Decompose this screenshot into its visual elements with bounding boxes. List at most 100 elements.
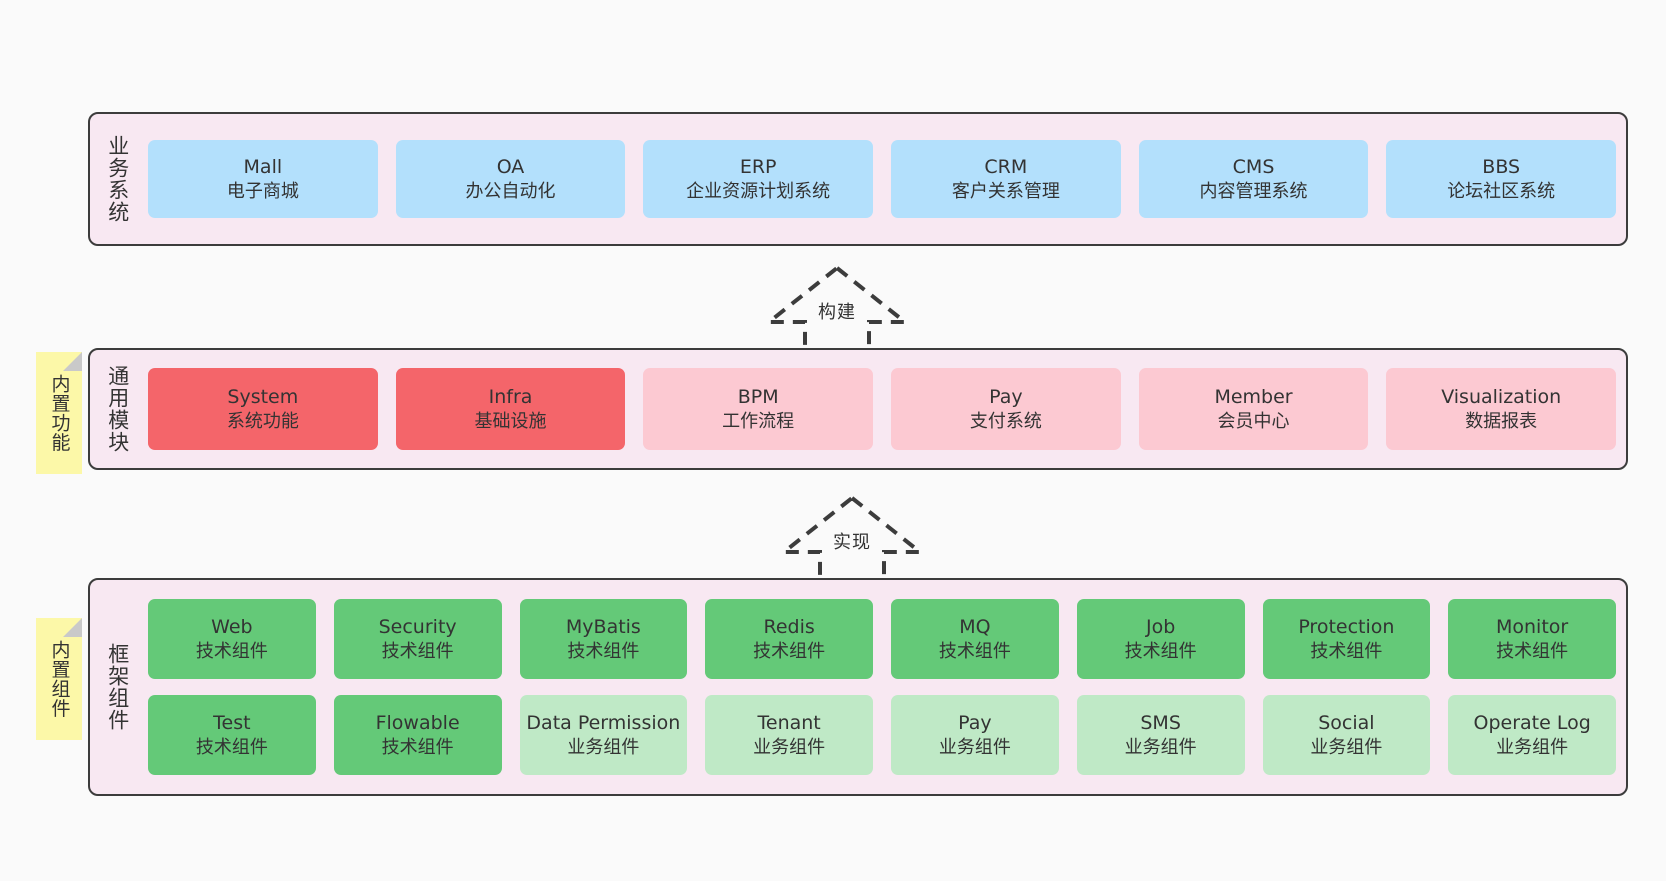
layer-title-business: 业务系统 [105,135,130,223]
node-label-cn: 数据报表 [1465,410,1538,432]
node-label-en: MQ [959,616,991,639]
node-label-cn: 企业资源计划系统 [686,180,831,202]
node-flowable[interactable]: Flowable 技术组件 [333,695,502,775]
node-cms[interactable]: CMS 内容管理系统 [1138,140,1369,218]
node-row: Test 技术组件 Flowable 技术组件 Data Permission … [148,695,1616,775]
node-label-cn: 业务组件 [938,736,1011,758]
layer-body-business: Mall 电子商城 OA 办公自动化 ERP 企业资源计划系统 CRM 客户关系… [144,114,1626,244]
node-system[interactable]: System 系统功能 [148,368,378,450]
node-label-cn: 支付系统 [969,410,1042,432]
node-label-en: Flowable [375,712,460,735]
node-label-en: ERP [739,156,777,179]
node-label-en: Redis [763,616,815,639]
layer-title-common: 通用模块 [105,365,130,453]
node-redis[interactable]: Redis 技术组件 [705,599,873,679]
node-label-en: OA [496,156,525,179]
sticky-note-label: 内置功能 [48,374,71,452]
node-label-en: Tenant [757,712,821,735]
node-erp[interactable]: ERP 企业资源计划系统 [643,140,874,218]
node-mq[interactable]: MQ 技术组件 [891,599,1059,679]
node-social[interactable]: Social 业务组件 [1262,695,1431,775]
node-label-en: SMS [1140,712,1181,735]
node-security[interactable]: Security 技术组件 [333,599,502,679]
node-label-en: Visualization [1441,386,1562,409]
layer-business-systems: 业务系统 Mall 电子商城 OA 办公自动化 ERP 企业资源计划系统 CRM… [88,112,1628,246]
node-test[interactable]: Test 技术组件 [148,695,316,775]
node-label-cn: 业务组件 [567,736,640,758]
node-label-en: Job [1145,616,1176,639]
node-label-en: Social [1318,712,1375,735]
node-label-cn: 技术组件 [381,640,454,662]
node-label-en: Protection [1298,616,1395,639]
node-label-cn: 内容管理系统 [1199,180,1308,202]
node-member[interactable]: Member 会员中心 [1138,368,1369,450]
node-label-cn: 系统功能 [226,410,299,432]
node-label-en: Web [211,616,253,639]
layer-framework-components: 框架组件 Web 技术组件 Security 技术组件 MyBatis 技术组件… [88,578,1628,796]
node-infra[interactable]: Infra 基础设施 [395,368,626,450]
node-sms[interactable]: SMS 业务组件 [1076,695,1245,775]
node-web[interactable]: Web 技术组件 [148,599,316,679]
node-label-en: BBS [1482,156,1521,179]
node-label-cn: 业务组件 [1310,736,1383,758]
node-row: Mall 电子商城 OA 办公自动化 ERP 企业资源计划系统 CRM 客户关系… [148,140,1617,218]
node-monitor[interactable]: Monitor 技术组件 [1448,599,1616,679]
node-label-cn: 电子商城 [226,180,299,202]
layer-body-common: System 系统功能 Infra 基础设施 BPM 工作流程 Pay 支付系统… [144,350,1626,468]
node-bbs[interactable]: BBS 论坛社区系统 [1386,140,1617,218]
node-label-cn: 会员中心 [1217,410,1290,432]
node-label-cn: 技术组件 [195,736,268,758]
node-label-en: Security [378,616,457,639]
node-operate-log[interactable]: Operate Log 业务组件 [1448,695,1616,775]
node-label-cn: 基础设施 [474,410,547,432]
node-label-en: MyBatis [565,616,641,639]
node-mybatis[interactable]: MyBatis 技术组件 [519,599,688,679]
node-label-en: Test [213,712,251,735]
node-label-cn: 业务组件 [753,736,826,758]
node-mall[interactable]: Mall 电子商城 [148,140,378,218]
node-label-cn: 论坛社区系统 [1447,180,1556,202]
node-label-en: Pay [989,386,1023,409]
node-data-permission[interactable]: Data Permission 业务组件 [519,695,688,775]
connector-build: 构建 [757,262,917,352]
node-label-cn: 技术组件 [195,640,268,662]
node-bpm[interactable]: BPM 工作流程 [643,368,874,450]
layer-body-framework: Web 技术组件 Security 技术组件 MyBatis 技术组件 Redi… [144,580,1626,794]
node-label-cn: 技术组件 [753,640,826,662]
node-label-en: Pay [958,712,992,735]
node-label-en: System [227,386,299,409]
node-label-en: CRM [984,156,1028,179]
node-label-en: CMS [1232,156,1275,179]
node-label-cn: 技术组件 [1310,640,1383,662]
sticky-note-builtin-features: 内置功能 [36,352,82,474]
node-protection[interactable]: Protection 技术组件 [1262,599,1431,679]
node-pay-module[interactable]: Pay 支付系统 [891,368,1121,450]
node-oa[interactable]: OA 办公自动化 [395,140,626,218]
node-visualization[interactable]: Visualization 数据报表 [1386,368,1617,450]
node-pay-component[interactable]: Pay 业务组件 [891,695,1059,775]
node-label-en: Operate Log [1473,712,1591,735]
layer-common-modules: 通用模块 System 系统功能 Infra 基础设施 BPM 工作流程 Pay… [88,348,1628,470]
node-label-en: Infra [488,386,533,409]
connector-build-label: 构建 [818,302,856,323]
node-label-en: Data Permission [526,712,681,735]
node-label-cn: 业务组件 [1496,736,1569,758]
node-label-en: Monitor [1496,616,1569,639]
node-label-cn: 业务组件 [1124,736,1197,758]
node-label-cn: 技术组件 [567,640,640,662]
node-label-cn: 技术组件 [381,736,454,758]
connector-implement: 实现 [772,492,932,582]
node-job[interactable]: Job 技术组件 [1076,599,1245,679]
layer-title-framework: 框架组件 [105,643,130,731]
node-label-en: BPM [737,386,779,409]
sticky-note-builtin-components: 内置组件 [36,618,82,740]
node-label-en: Member [1214,386,1293,409]
node-tenant[interactable]: Tenant 业务组件 [705,695,873,775]
node-label-cn: 技术组件 [938,640,1011,662]
node-label-en: Mall [243,156,283,179]
sticky-note-label: 内置组件 [48,640,71,718]
node-crm[interactable]: CRM 客户关系管理 [891,140,1121,218]
connector-implement-label: 实现 [833,532,871,553]
node-label-cn: 技术组件 [1496,640,1569,662]
